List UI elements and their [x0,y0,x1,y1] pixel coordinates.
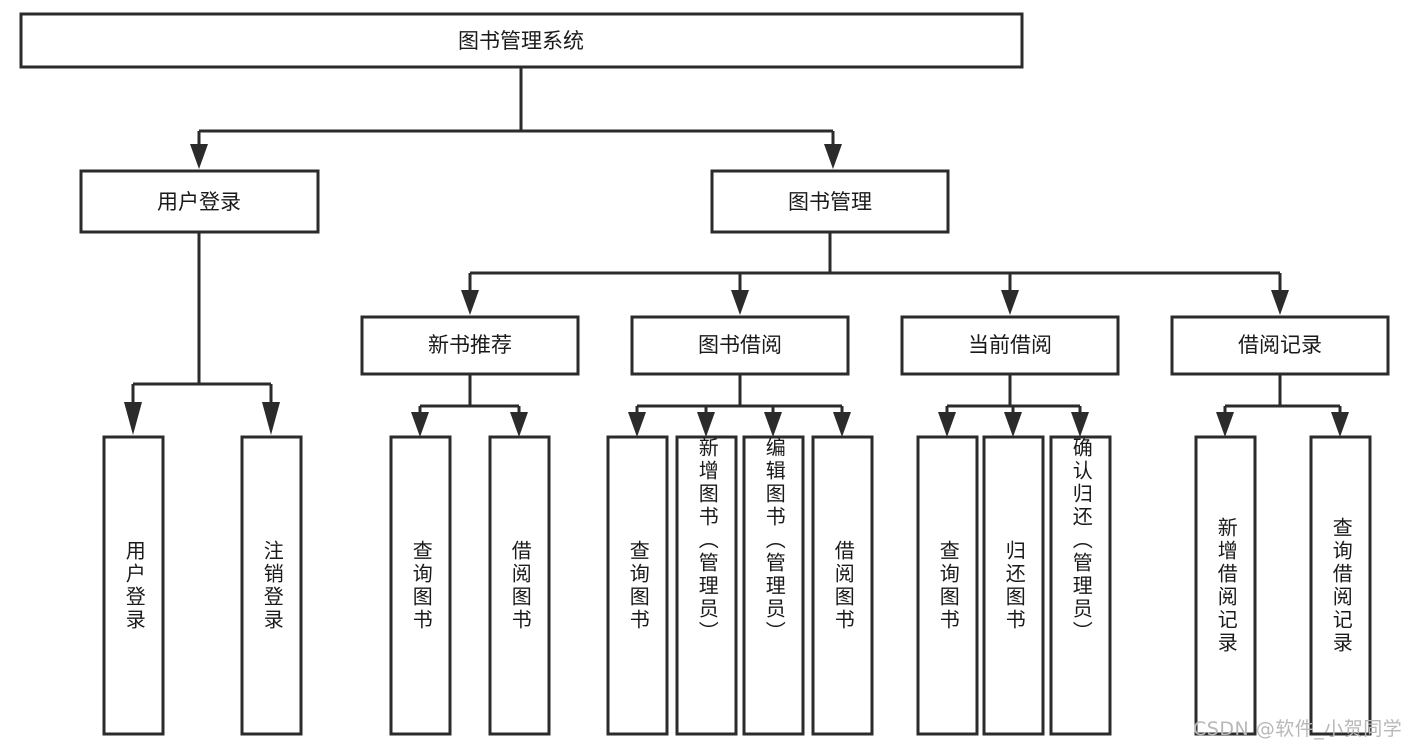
connector-root-trunk [190,67,842,169]
leaf-box-book-borrow-1[interactable] [675,435,738,736]
node-root-box[interactable] [19,12,1024,69]
node-root-label: 图书管理系统 [458,29,584,53]
arrow-head-icon [833,412,851,437]
arrow-head-icon [1216,412,1234,437]
arrow-head-icon [190,144,208,169]
arrow-head-icon [461,290,479,315]
node-book-borrow[interactable]: 图书借阅 [630,315,850,376]
node-user-login-label: 用户登录 [157,190,241,214]
arrow-head-icon [628,412,646,437]
node-new-book-recommend[interactable]: 新书推荐 [360,315,580,376]
node-book-management[interactable]: 图书管理 [710,169,950,234]
leaf-box-current-borrow-1[interactable] [982,435,1045,736]
arrow-head-icon [1271,290,1289,315]
node-current-borrow-label: 当前借阅 [968,333,1052,357]
leaf-box-book-borrow-0[interactable] [606,435,669,736]
node-root[interactable]: 图书管理系统 [19,12,1024,69]
leaf-box-new-book-0[interactable] [389,435,452,736]
arrow-head-icon [1331,412,1349,437]
arrow-head-icon [411,412,429,437]
arrow-head-icon [1071,412,1089,437]
leaf-box-current-borrow-0[interactable] [916,435,979,736]
arrow-head-icon [731,290,749,315]
connector-borrow-record-children [1216,374,1349,437]
node-borrow-record[interactable]: 借阅记录 [1170,315,1390,376]
leaf-box-book-borrow-2[interactable] [742,435,805,736]
node-book-management-label: 图书管理 [788,190,872,214]
arrow-head-icon [764,412,782,437]
leaf-box-borrow-record-0[interactable] [1194,435,1257,736]
leaf-box-new-book-1[interactable] [488,435,551,736]
node-new-book-recommend-box[interactable] [360,315,580,376]
node-user-login-box[interactable] [79,169,320,234]
node-new-book-recommend-label: 新书推荐 [428,333,512,357]
arrow-head-icon [697,412,715,437]
leaf-box-borrow-record-1[interactable] [1309,435,1372,736]
arrow-head-icon [1004,412,1022,437]
arrow-head-icon [262,402,280,435]
connector-user-login-children [124,232,280,435]
node-borrow-record-label: 借阅记录 [1238,333,1322,357]
arrow-head-icon [510,412,528,437]
connector-new-book-children [411,374,528,437]
node-current-borrow-box[interactable] [900,315,1120,376]
arrow-head-icon [938,412,956,437]
leaf-box-user-login-0[interactable] [102,435,165,736]
leaf-box-current-borrow-2[interactable] [1049,435,1112,736]
arrow-head-icon [1001,290,1019,315]
csdn-watermark: CSDN @软件_小贺同学 [1193,718,1403,740]
node-user-login[interactable]: 用户登录 [79,169,320,234]
connector-book-management-children [461,232,1289,315]
arrow-head-icon [824,144,842,169]
arrow-head-icon [124,402,142,435]
leaf-box-book-borrow-3[interactable] [811,435,874,736]
node-book-borrow-label: 图书借阅 [698,333,782,357]
connector-book-borrow-children [628,374,851,437]
node-current-borrow[interactable]: 当前借阅 [900,315,1120,376]
leaf-box-user-login-1[interactable] [240,435,303,736]
connector-current-borrow-children [938,374,1089,437]
